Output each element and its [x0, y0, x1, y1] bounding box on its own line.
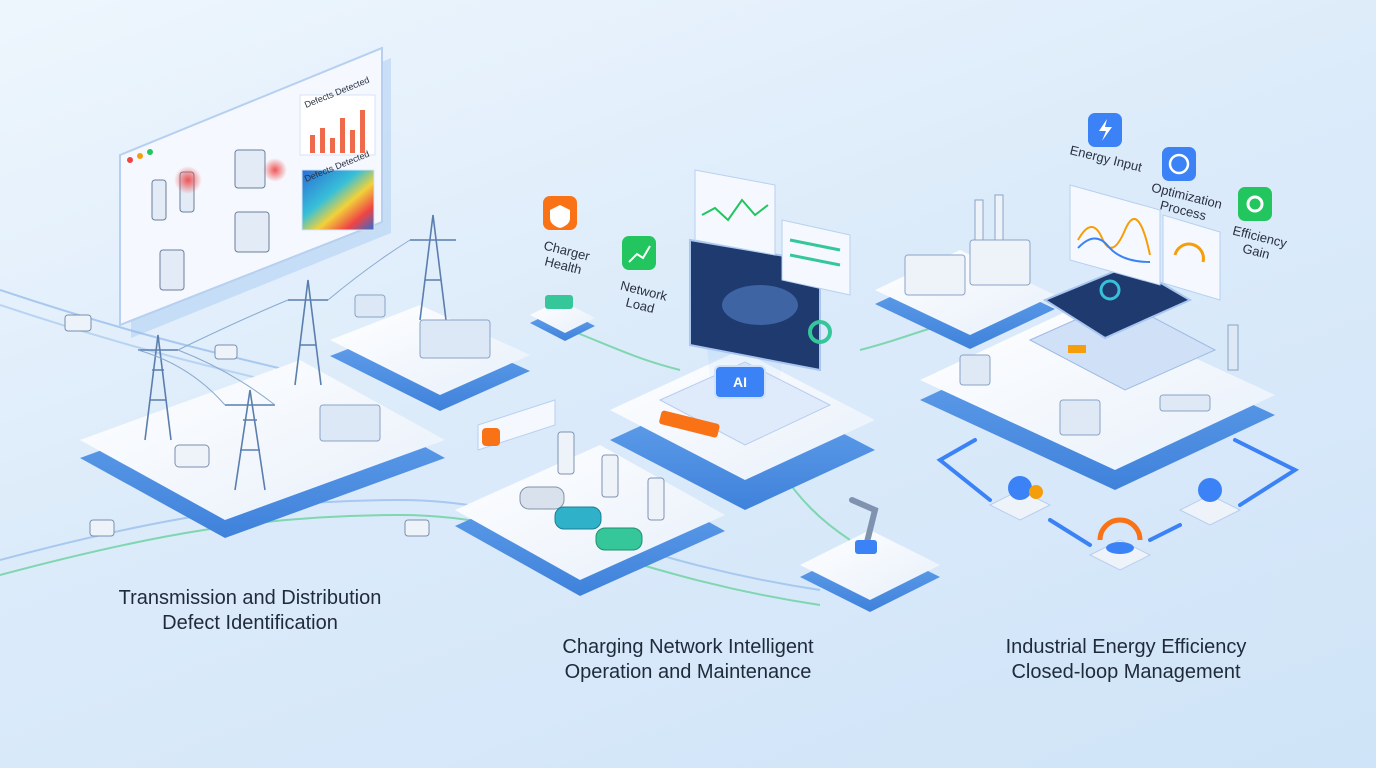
ai-hub-platform: [610, 350, 875, 510]
caption-charging: Charging Network Intelligent Operation a…: [508, 635, 868, 685]
caption-industrial: Industrial Energy Efficiency Closed-loop…: [946, 635, 1306, 685]
energy-chart-panel: [1069, 184, 1161, 286]
energy-input-icon: [1088, 113, 1122, 147]
caption-charging-line1: Charging Network Intelligent: [562, 636, 814, 658]
optimization-process-icon: [1162, 147, 1196, 181]
loop-node-optimizer: [1178, 478, 1242, 526]
caption-transmission-line2: Defect Identification: [162, 612, 338, 634]
network-load-icon: [622, 236, 656, 270]
loop-node-gauge: [1088, 517, 1152, 571]
line-chart-panel: [694, 169, 776, 256]
inspection-robot-icon: [64, 314, 430, 537]
caption-transmission: Transmission and Distribution Defect Ide…: [70, 586, 430, 636]
factory-icon: [904, 194, 1031, 296]
robot-arm-platform: [800, 497, 940, 612]
list-panel: [781, 219, 851, 296]
gauge-panel: [1162, 214, 1221, 301]
power-tower-icon: [138, 214, 456, 491]
transformer-icon: [319, 294, 491, 442]
ai-chip-icon: AI: [714, 365, 766, 399]
defect-detection-panel: Defects Detected Defects Detected: [119, 46, 391, 338]
caption-charging-line2: Operation and Maintenance: [564, 661, 812, 683]
ai-chip-label: AI: [733, 374, 747, 390]
efficiency-gain-icon: [1238, 187, 1272, 221]
charging-station-icon: [557, 431, 665, 521]
machinery-icon: [959, 324, 1239, 436]
loop-node-gear: [988, 476, 1052, 521]
charger-health-icon: [543, 196, 577, 230]
defects-heatmap: [301, 169, 375, 231]
caption-transmission-line1: Transmission and Distribution: [118, 587, 382, 609]
charger-node-icon: [530, 295, 595, 341]
caption-industrial-line2: Closed-loop Management: [1011, 661, 1241, 683]
flow-lines: [0, 289, 961, 606]
alert-card: [477, 399, 556, 451]
ev-car-icon: [519, 486, 643, 551]
defects-bar-chart: [299, 94, 376, 156]
closed-loop-arrows: [936, 438, 1300, 547]
caption-industrial-line1: Industrial Energy Efficiency: [1005, 636, 1247, 658]
power-lines: [137, 239, 411, 406]
